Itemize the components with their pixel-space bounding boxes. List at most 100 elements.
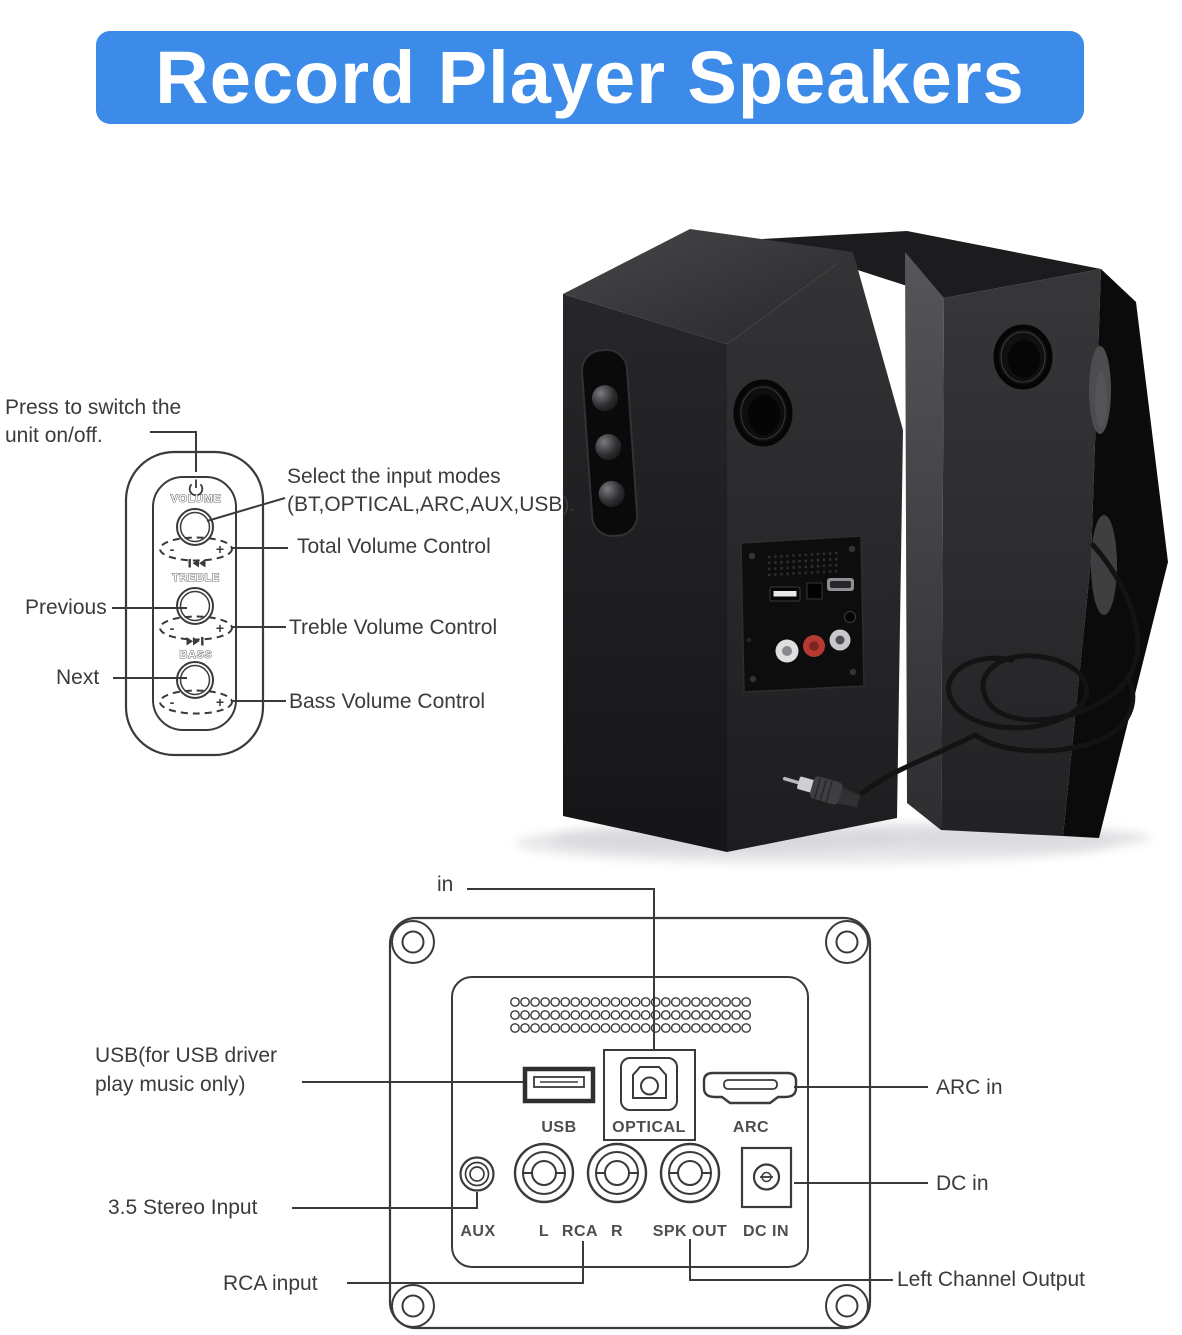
previous-track-icon xyxy=(188,559,206,568)
screw xyxy=(748,552,756,560)
vent-hole xyxy=(680,1010,691,1020)
vent-hole xyxy=(691,1023,701,1033)
plus-sign: + xyxy=(216,541,224,557)
vent-hole xyxy=(721,997,731,1007)
vent-hole xyxy=(530,1010,540,1020)
screw xyxy=(835,930,859,954)
treble-knob-inner xyxy=(179,590,211,622)
recess-plate xyxy=(740,535,865,693)
rca-white-center xyxy=(782,646,792,656)
screw xyxy=(391,920,435,964)
power-icon xyxy=(188,479,204,497)
dc-jack-photo xyxy=(844,611,856,623)
vent-hole xyxy=(570,1010,581,1020)
vent-hole xyxy=(701,1023,711,1033)
vent-hole xyxy=(590,997,601,1007)
connection-recess xyxy=(740,535,865,693)
screw xyxy=(848,545,856,553)
vent-hole xyxy=(510,1010,520,1020)
plug-pin xyxy=(782,776,801,785)
bass-volume-label: Bass Volume Control xyxy=(289,690,486,713)
screw xyxy=(825,1284,869,1328)
vent-hole xyxy=(550,1010,561,1020)
side-knob xyxy=(591,385,618,412)
vent-hole xyxy=(570,1023,581,1033)
plug-body xyxy=(809,776,843,805)
vent-hole xyxy=(741,1023,752,1033)
vent-hole xyxy=(701,1010,711,1020)
vent-hole xyxy=(540,1010,551,1020)
speaker-cable xyxy=(859,542,1141,796)
rca-jack-right xyxy=(586,1142,648,1204)
grille-foam xyxy=(1091,515,1117,615)
power-note-line2: unit on/off. xyxy=(5,424,103,447)
vent-hole xyxy=(731,1023,741,1033)
vent-hole xyxy=(670,1023,681,1033)
minus-sign: - xyxy=(170,620,175,636)
port-label-optical: OPTICAL xyxy=(612,1119,686,1136)
rca-silver-center xyxy=(835,635,845,645)
callout-line-optical-in xyxy=(467,888,655,1049)
vent-hole xyxy=(650,1023,661,1033)
callout-line-rca xyxy=(347,1241,584,1284)
vent-hole xyxy=(600,1010,611,1020)
backplate-inner-outline xyxy=(451,976,809,1268)
control-panel-diagram: VOLUME - + TREBLE - + BASS xyxy=(112,431,288,757)
rca-red-center xyxy=(809,641,819,651)
vent-hole xyxy=(620,1010,631,1020)
speakers-photo xyxy=(515,229,1168,864)
knob-label-treble: TREBLE xyxy=(172,572,220,584)
screw xyxy=(835,1294,859,1318)
vent-hole xyxy=(530,1023,540,1033)
left-speaker xyxy=(563,229,903,852)
knob-label-volume: VOLUME xyxy=(171,493,222,505)
vent-hole xyxy=(510,997,520,1007)
speaker-top-face xyxy=(563,229,853,344)
vent-hole xyxy=(530,997,540,1007)
plug-ribs xyxy=(813,777,833,803)
vent-hole xyxy=(741,997,752,1007)
vent-hole xyxy=(721,1010,731,1020)
knob-label-bass: BASS xyxy=(180,649,213,661)
grille-foam xyxy=(1095,372,1107,428)
port-label-usb: USB xyxy=(541,1119,576,1136)
bass-port-hole-inner xyxy=(1008,340,1040,378)
screw xyxy=(825,920,869,964)
power-note-label: Press to switch the unit on/off. xyxy=(5,394,181,450)
bass-knob-inner xyxy=(179,664,211,696)
toslink-shape xyxy=(632,1066,667,1099)
next-label: Next xyxy=(56,666,100,689)
usb-port xyxy=(522,1066,596,1104)
treble-knob xyxy=(176,587,214,625)
arc-in-label: ARC in xyxy=(936,1076,1003,1099)
speaker-edge-band xyxy=(905,252,944,830)
backplate-outer-outline xyxy=(388,916,872,1330)
vent-hole xyxy=(610,1023,621,1033)
vent-hole xyxy=(560,1023,571,1033)
vent-hole xyxy=(731,997,741,1007)
vent-hole xyxy=(650,997,661,1007)
input-modes-line2: (BT,OPTICAL,ARC,AUX,USB). xyxy=(287,493,576,516)
bass-port-hole-inner xyxy=(748,395,780,435)
arc-hdmi-slot xyxy=(723,1079,778,1090)
minus-sign: - xyxy=(170,694,175,710)
title-banner: Record Player Speakers xyxy=(96,31,1084,124)
toslink-lens xyxy=(640,1076,659,1096)
vent-hole xyxy=(560,997,571,1007)
port-label-rca-r: R xyxy=(611,1223,623,1240)
vent-hole xyxy=(660,997,671,1007)
vent-hole xyxy=(630,1010,641,1020)
port-label-spk-out: SPK OUT xyxy=(653,1223,728,1240)
vent-hole xyxy=(711,1010,721,1020)
plus-sign: + xyxy=(216,694,224,710)
vent-hole xyxy=(640,1010,651,1020)
vent-hole xyxy=(600,1023,611,1033)
power-note-line1: Press to switch the xyxy=(5,396,182,419)
panel-outer-outline xyxy=(124,450,265,757)
vent-hole xyxy=(711,1023,721,1033)
side-knob xyxy=(598,480,625,507)
vent-hole xyxy=(550,1023,561,1033)
port-ring-highlight xyxy=(1000,331,1046,383)
plug-strain-relief xyxy=(838,787,861,807)
